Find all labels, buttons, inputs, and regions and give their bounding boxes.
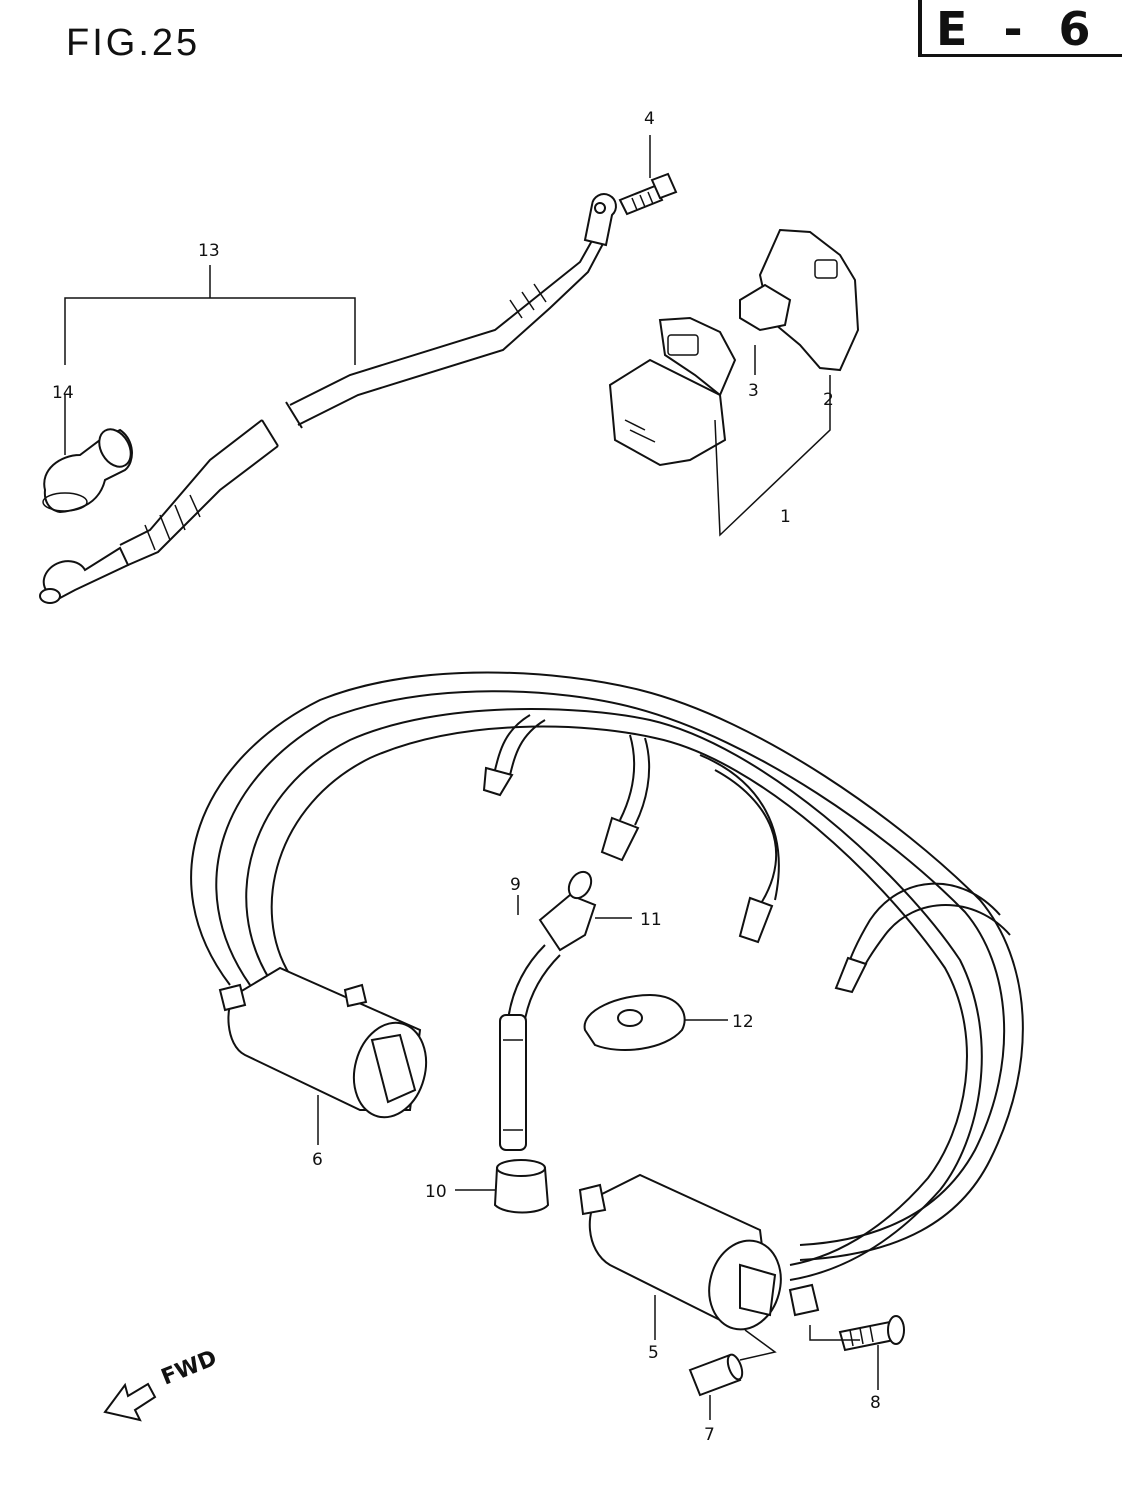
callout-13: 13 — [198, 241, 220, 261]
bolt-4 — [618, 172, 678, 216]
connector-assembly — [608, 228, 860, 467]
terminal-cover — [42, 428, 133, 514]
callout-10: 10 — [425, 1182, 447, 1202]
ground-cable — [39, 193, 617, 604]
bolt-8 — [838, 1315, 905, 1352]
callout-11: 11 — [640, 910, 662, 930]
callout-numbers: 1 2 3 4 5 6 7 8 9 10 11 12 13 14 — [52, 109, 881, 1445]
leader-lines-lower — [317, 895, 879, 1420]
callout-14: 14 — [52, 383, 74, 403]
callout-6: 6 — [312, 1150, 323, 1170]
callout-8: 8 — [870, 1393, 881, 1413]
plug-cap-9 — [499, 944, 561, 1151]
ignition-coil-5 — [578, 1173, 820, 1331]
ignition-harness — [190, 671, 1024, 1281]
connector-11 — [538, 870, 597, 952]
forward-arrow-icon — [103, 1382, 157, 1422]
callout-2: 2 — [823, 390, 834, 410]
callout-1: 1 — [780, 507, 791, 527]
grommet-12 — [583, 993, 686, 1051]
figure-title: FIG.25 — [66, 22, 201, 64]
section-box: E - 6 — [918, 0, 1122, 57]
callout-12: 12 — [732, 1012, 754, 1032]
callout-9: 9 — [510, 875, 521, 895]
seal-10 — [493, 1159, 550, 1214]
spacer-7 — [688, 1353, 744, 1397]
fwd-label: FWD — [158, 1346, 221, 1391]
ignition-coil-6 — [218, 966, 428, 1119]
leader-lines-top — [64, 135, 831, 537]
callout-4: 4 — [644, 109, 655, 129]
callout-7: 7 — [704, 1425, 715, 1445]
callout-5: 5 — [648, 1343, 659, 1363]
section-code: E - 6 — [936, 2, 1101, 56]
callout-3: 3 — [748, 381, 759, 401]
parts-diagram: 1 2 3 4 5 6 7 8 9 10 11 12 13 14 FWD — [39, 109, 1024, 1445]
